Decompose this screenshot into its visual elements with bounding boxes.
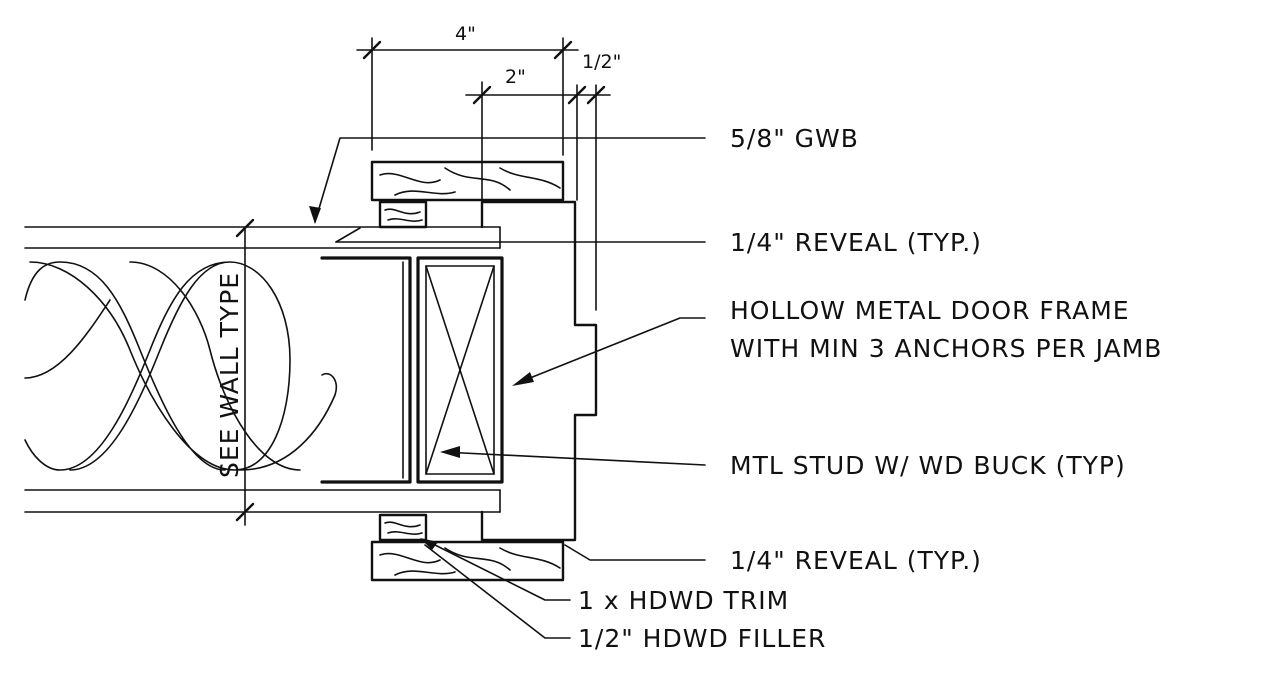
wood-buck: [416, 256, 504, 484]
dimension-2in: 2": [505, 66, 526, 88]
dimension-half-in: 1/2": [582, 51, 621, 73]
callout-door-frame-line1: HOLLOW METAL DOOR FRAME: [730, 296, 1130, 325]
hollow-metal-frame: [480, 200, 598, 542]
hardwood-trim-top: [370, 160, 565, 229]
callout-reveal-top: 1/4" REVEAL (TYP.): [730, 228, 982, 257]
wall-assembly: SEE WALL TYPE: [24, 218, 501, 526]
dimension-4in: 4": [455, 23, 476, 45]
callout-trim: 1 x HDWD TRIM: [578, 586, 789, 615]
callout-labels: 5/8" GWB 1/4" REVEAL (TYP.) HOLLOW METAL…: [578, 124, 1162, 653]
leader-lines: [309, 137, 706, 639]
hardwood-trim-bottom: [370, 513, 565, 582]
metal-stud: [320, 256, 412, 484]
dimension-labels: 4" 2" 1/2": [455, 23, 621, 88]
callout-gwb: 5/8" GWB: [730, 124, 859, 153]
callout-filler: 1/2" HDWD FILLER: [578, 624, 826, 653]
callout-door-frame-line2: WITH MIN 3 ANCHORS PER JAMB: [730, 334, 1162, 363]
dimension-lines: [356, 37, 611, 311]
callout-reveal-bottom: 1/4" REVEAL (TYP.): [730, 546, 982, 575]
wall-type-label: SEE WALL TYPE: [215, 272, 244, 478]
insulation-pattern: [24, 261, 338, 471]
callout-stud: MTL STUD W/ WD BUCK (TYP): [730, 451, 1126, 480]
